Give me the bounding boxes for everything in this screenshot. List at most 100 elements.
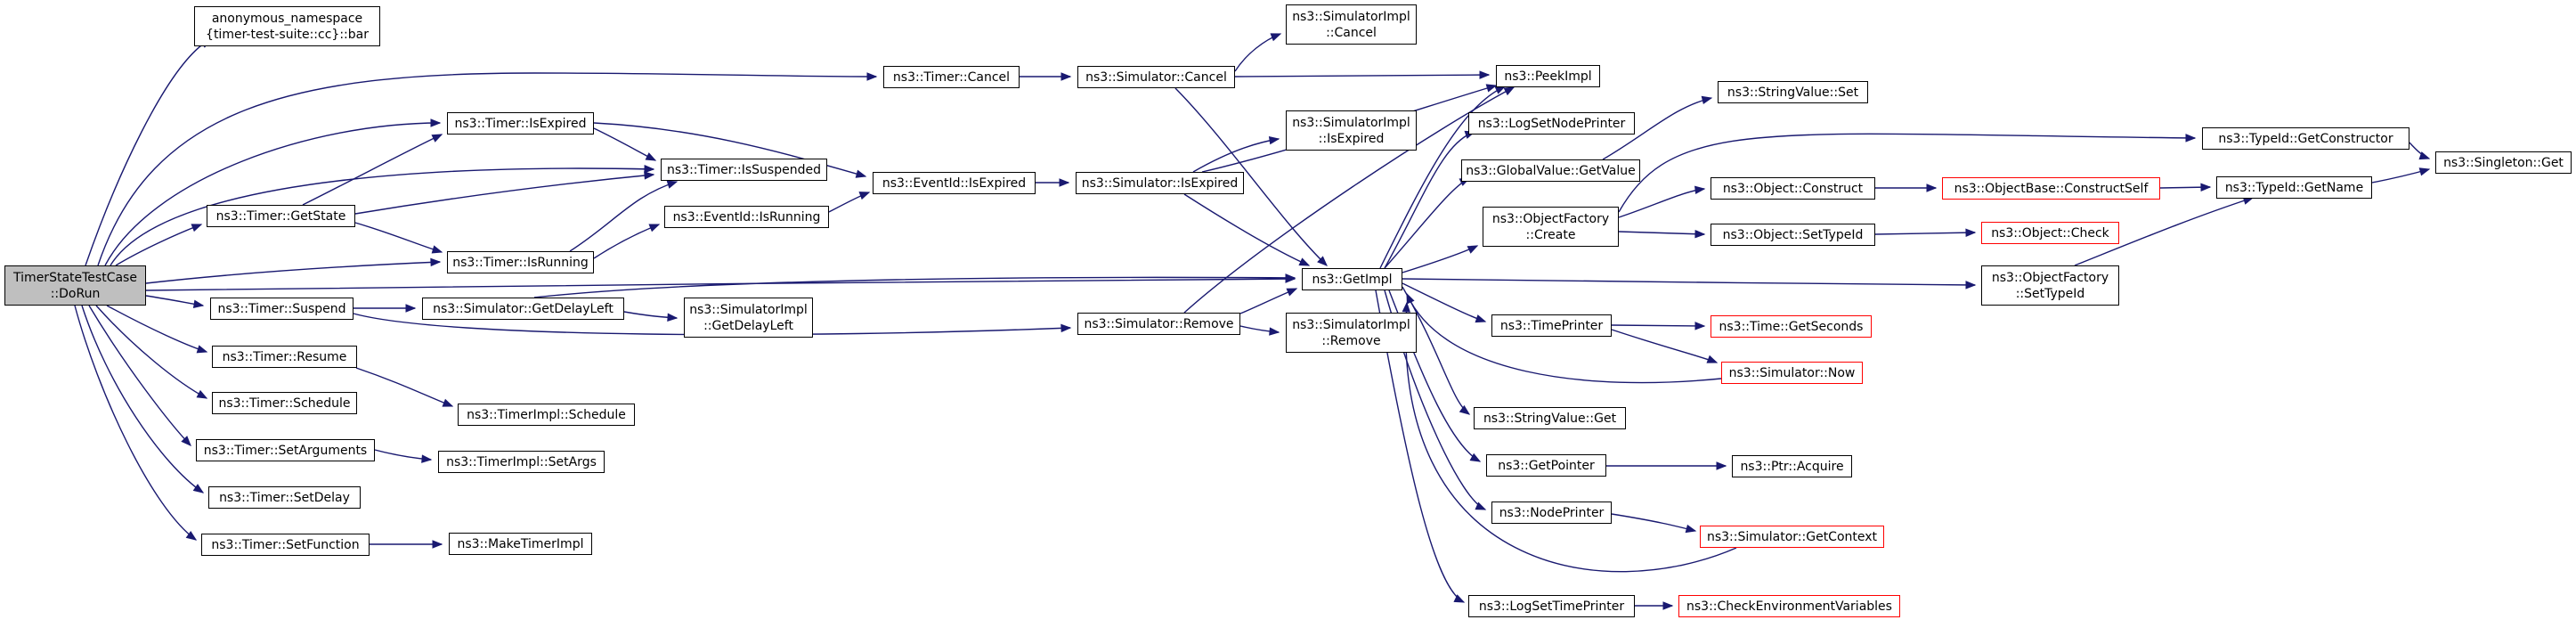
node-object-check[interactable]: ns3::Object::Check xyxy=(1981,222,2119,244)
edge-getstate-isrunning xyxy=(354,222,443,253)
node-sim-isexpired[interactable]: ns3::Simulator::IsExpired xyxy=(1076,172,1244,194)
node-timer-isrunning[interactable]: ns3::Timer::IsRunning xyxy=(447,251,594,273)
node-objectfactory-create[interactable]: ns3::ObjectFactory ::Create xyxy=(1483,207,1619,247)
node-eventid-isrunning[interactable]: ns3::EventId::IsRunning xyxy=(664,206,829,228)
node-ptr-acquire[interactable]: ns3::Ptr::Acquire xyxy=(1732,455,1852,477)
node-simimpl-cancel[interactable]: ns3::SimulatorImpl ::Cancel xyxy=(1286,4,1417,45)
node-typeid-getname[interactable]: ns3::TypeId::GetName xyxy=(2216,176,2372,199)
arrowhead-root-timer-setfunction xyxy=(185,531,198,541)
node-checkenvvars[interactable]: ns3::CheckEnvironmentVariables xyxy=(1678,595,1900,617)
arrowhead-root-timer-isrunning xyxy=(430,257,442,267)
edge-objectfactory-create-typeid-getconstructor xyxy=(1618,133,2196,213)
arrowhead-timer-cancel-sim-cancel xyxy=(1060,72,1072,81)
edge-sim-getdelayleft-getimpl xyxy=(533,276,1296,298)
node-logsetnodeprinter[interactable]: ns3::LogSetNodePrinter xyxy=(1468,112,1635,135)
node-stringvalue-set[interactable]: ns3::StringValue::Set xyxy=(1718,81,1868,103)
edge-timeprinter-time-getseconds xyxy=(1611,324,1705,327)
arrowhead-getimpl-logsettimeprinter xyxy=(1453,594,1466,603)
arrowhead-typeid-getconstructor-singleton xyxy=(2418,151,2431,160)
node-objectfactory-settypeid[interactable]: ns3::ObjectFactory ::SetTypeId xyxy=(1981,265,2119,306)
arrowhead-getimpl-timeprinter xyxy=(1475,314,1487,323)
arrowhead-sim-cancel-simimpl-cancel xyxy=(1270,33,1282,42)
arrowhead-resume-timerimpl-schedule xyxy=(442,398,454,407)
arrowhead-getimpl-getpointer xyxy=(1469,453,1482,462)
edge-root-timer-setarguments xyxy=(88,305,191,446)
node-timer-cancel[interactable]: ns3::Timer::Cancel xyxy=(883,66,1020,88)
node-simimpl-remove[interactable]: ns3::SimulatorImpl ::Remove xyxy=(1286,313,1417,353)
node-sim-getdelayleft[interactable]: ns3::Simulator::GetDelayLeft xyxy=(422,298,624,320)
edge-getimpl-peekimpl xyxy=(1379,86,1506,269)
arrowhead-constructself-typeid-getname xyxy=(2200,183,2212,192)
edge-sim-now-getimpl xyxy=(1406,293,1722,384)
node-object-construct[interactable]: ns3::Object::Construct xyxy=(1711,177,1875,200)
arrowhead-root-timer-setdelay xyxy=(192,484,205,493)
node-timer-issuspended[interactable]: ns3::Timer::IsSuspended xyxy=(661,159,827,181)
node-timer-getstate[interactable]: ns3::Timer::GetState xyxy=(207,205,355,227)
arrowhead-root-timer-getstate xyxy=(191,224,203,232)
arrowhead-sim-isexpired-getimpl xyxy=(1298,257,1311,266)
edge-getstate-isexpired xyxy=(302,134,443,206)
arrowhead-root-timer-resume xyxy=(196,345,208,354)
node-sim-cancel[interactable]: ns3::Simulator::Cancel xyxy=(1077,66,1235,88)
arrowhead-setarguments-timerimpl-setargs xyxy=(421,454,433,463)
edge-root-timer-schedule xyxy=(95,305,207,399)
node-globalvalue-getvalue[interactable]: ns3::GlobalValue::GetValue xyxy=(1461,159,1640,182)
node-object-settypeid[interactable]: ns3::Object::SetTypeId xyxy=(1711,224,1875,246)
node-timer-schedule[interactable]: ns3::Timer::Schedule xyxy=(212,392,357,414)
arrowhead-getimpl-nodeprinter xyxy=(1475,502,1487,510)
node-timer-setdelay[interactable]: ns3::Timer::SetDelay xyxy=(208,486,361,509)
edge-root-timer-issuspended xyxy=(110,167,654,266)
edge-root-timer-resume xyxy=(106,305,207,353)
arrowhead-objectfactory-create-typeid-getconstructor xyxy=(2185,134,2197,143)
edge-getimpl-objectfactory-settypeid xyxy=(1402,278,1976,286)
node-eventid-isexpired[interactable]: ns3::EventId::IsExpired xyxy=(873,172,1036,194)
arrowhead-timer-isexpired-issuspended xyxy=(645,152,657,161)
arrowhead-sim-remove-peekimpl xyxy=(1503,86,1516,96)
node-singleton-get[interactable]: ns3::Singleton::Get xyxy=(2435,151,2572,174)
node-stringvalue-get[interactable]: ns3::StringValue::Get xyxy=(1474,407,1626,429)
edge-timer-isexpired-eventid-isexpired xyxy=(593,122,866,177)
edge-isrunning-eventid-isrunning xyxy=(593,224,660,259)
node-logsettimeprinter[interactable]: ns3::LogSetTimePrinter xyxy=(1468,595,1635,617)
node-timer-setarguments[interactable]: ns3::Timer::SetArguments xyxy=(196,439,375,461)
node-sim-remove[interactable]: ns3::Simulator::Remove xyxy=(1077,313,1240,335)
arrowhead-sim-now-getimpl xyxy=(1406,292,1415,305)
node-sim-getcontext[interactable]: ns3::Simulator::GetContext xyxy=(1700,526,1884,548)
node-nodeprinter[interactable]: ns3::NodePrinter xyxy=(1491,502,1612,524)
arrowhead-getimpl-objectfactory-settypeid xyxy=(1965,281,1977,290)
node-getpointer[interactable]: ns3::GetPointer xyxy=(1486,454,1606,477)
arrowhead-suspend-sim-getdelayleft xyxy=(405,304,417,313)
node-peekimpl[interactable]: ns3::PeekImpl xyxy=(1496,65,1600,87)
node-time-getseconds[interactable]: ns3::Time::GetSeconds xyxy=(1711,315,1872,338)
arrowhead-sim-getdelayleft-getimpl xyxy=(1285,273,1296,282)
node-simimpl-getdelayleft[interactable]: ns3::SimulatorImpl ::GetDelayLeft xyxy=(684,298,813,338)
arrowhead-root-timer-isexpired xyxy=(430,118,442,127)
edge-sim-cancel-peekimpl xyxy=(1234,74,1490,77)
arrowhead-objectfactory-create-object-construct xyxy=(1694,185,1706,194)
node-sim-now[interactable]: ns3::Simulator::Now xyxy=(1721,362,1863,384)
arrowhead-logsettimeprinter-checkenvvars xyxy=(1662,601,1674,610)
edge-sim-isexpired-getimpl xyxy=(1183,193,1310,266)
edge-root-timer-isexpired xyxy=(104,122,441,266)
node-timer-resume[interactable]: ns3::Timer::Resume xyxy=(212,346,357,368)
node-timerimpl-schedule[interactable]: ns3::TimerImpl::Schedule xyxy=(458,404,635,426)
node-timerimpl-setargs[interactable]: ns3::TimerImpl::SetArgs xyxy=(438,451,605,473)
node-anon-bar[interactable]: anonymous_namespace {timer-test-suite::c… xyxy=(194,6,380,46)
arrowhead-sim-cancel-peekimpl xyxy=(1479,70,1491,79)
node-getimpl[interactable]: ns3::GetImpl xyxy=(1302,268,1402,290)
node-simimpl-isexpired[interactable]: ns3::SimulatorImpl ::IsExpired xyxy=(1286,110,1417,151)
arrowhead-object-construct-constructself xyxy=(1926,184,1938,192)
arrowhead-getstate-issuspended xyxy=(644,171,655,180)
node-timeprinter[interactable]: ns3::TimePrinter xyxy=(1491,314,1612,337)
node-timer-setfunction[interactable]: ns3::Timer::SetFunction xyxy=(201,534,370,556)
edge-nodeprinter-sim-getcontext xyxy=(1611,513,1696,532)
node-timer-suspend[interactable]: ns3::Timer::Suspend xyxy=(210,298,353,320)
node-maketimerimpl[interactable]: ns3::MakeTimerImpl xyxy=(449,533,592,555)
node-timer-isexpired[interactable]: ns3::Timer::IsExpired xyxy=(447,112,594,135)
edge-root-timer-cancel xyxy=(97,72,877,266)
arrowhead-getpointer-ptr-acquire xyxy=(1716,461,1727,470)
arrowhead-sim-isexpired-peekimpl xyxy=(1485,84,1498,93)
node-typeid-getconstructor[interactable]: ns3::TypeId::GetConstructor xyxy=(2202,127,2409,150)
node-objectbase-constructself[interactable]: ns3::ObjectBase::ConstructSelf xyxy=(1942,177,2160,200)
edge-objectfactory-settypeid-typeid-getname xyxy=(2074,197,2254,266)
